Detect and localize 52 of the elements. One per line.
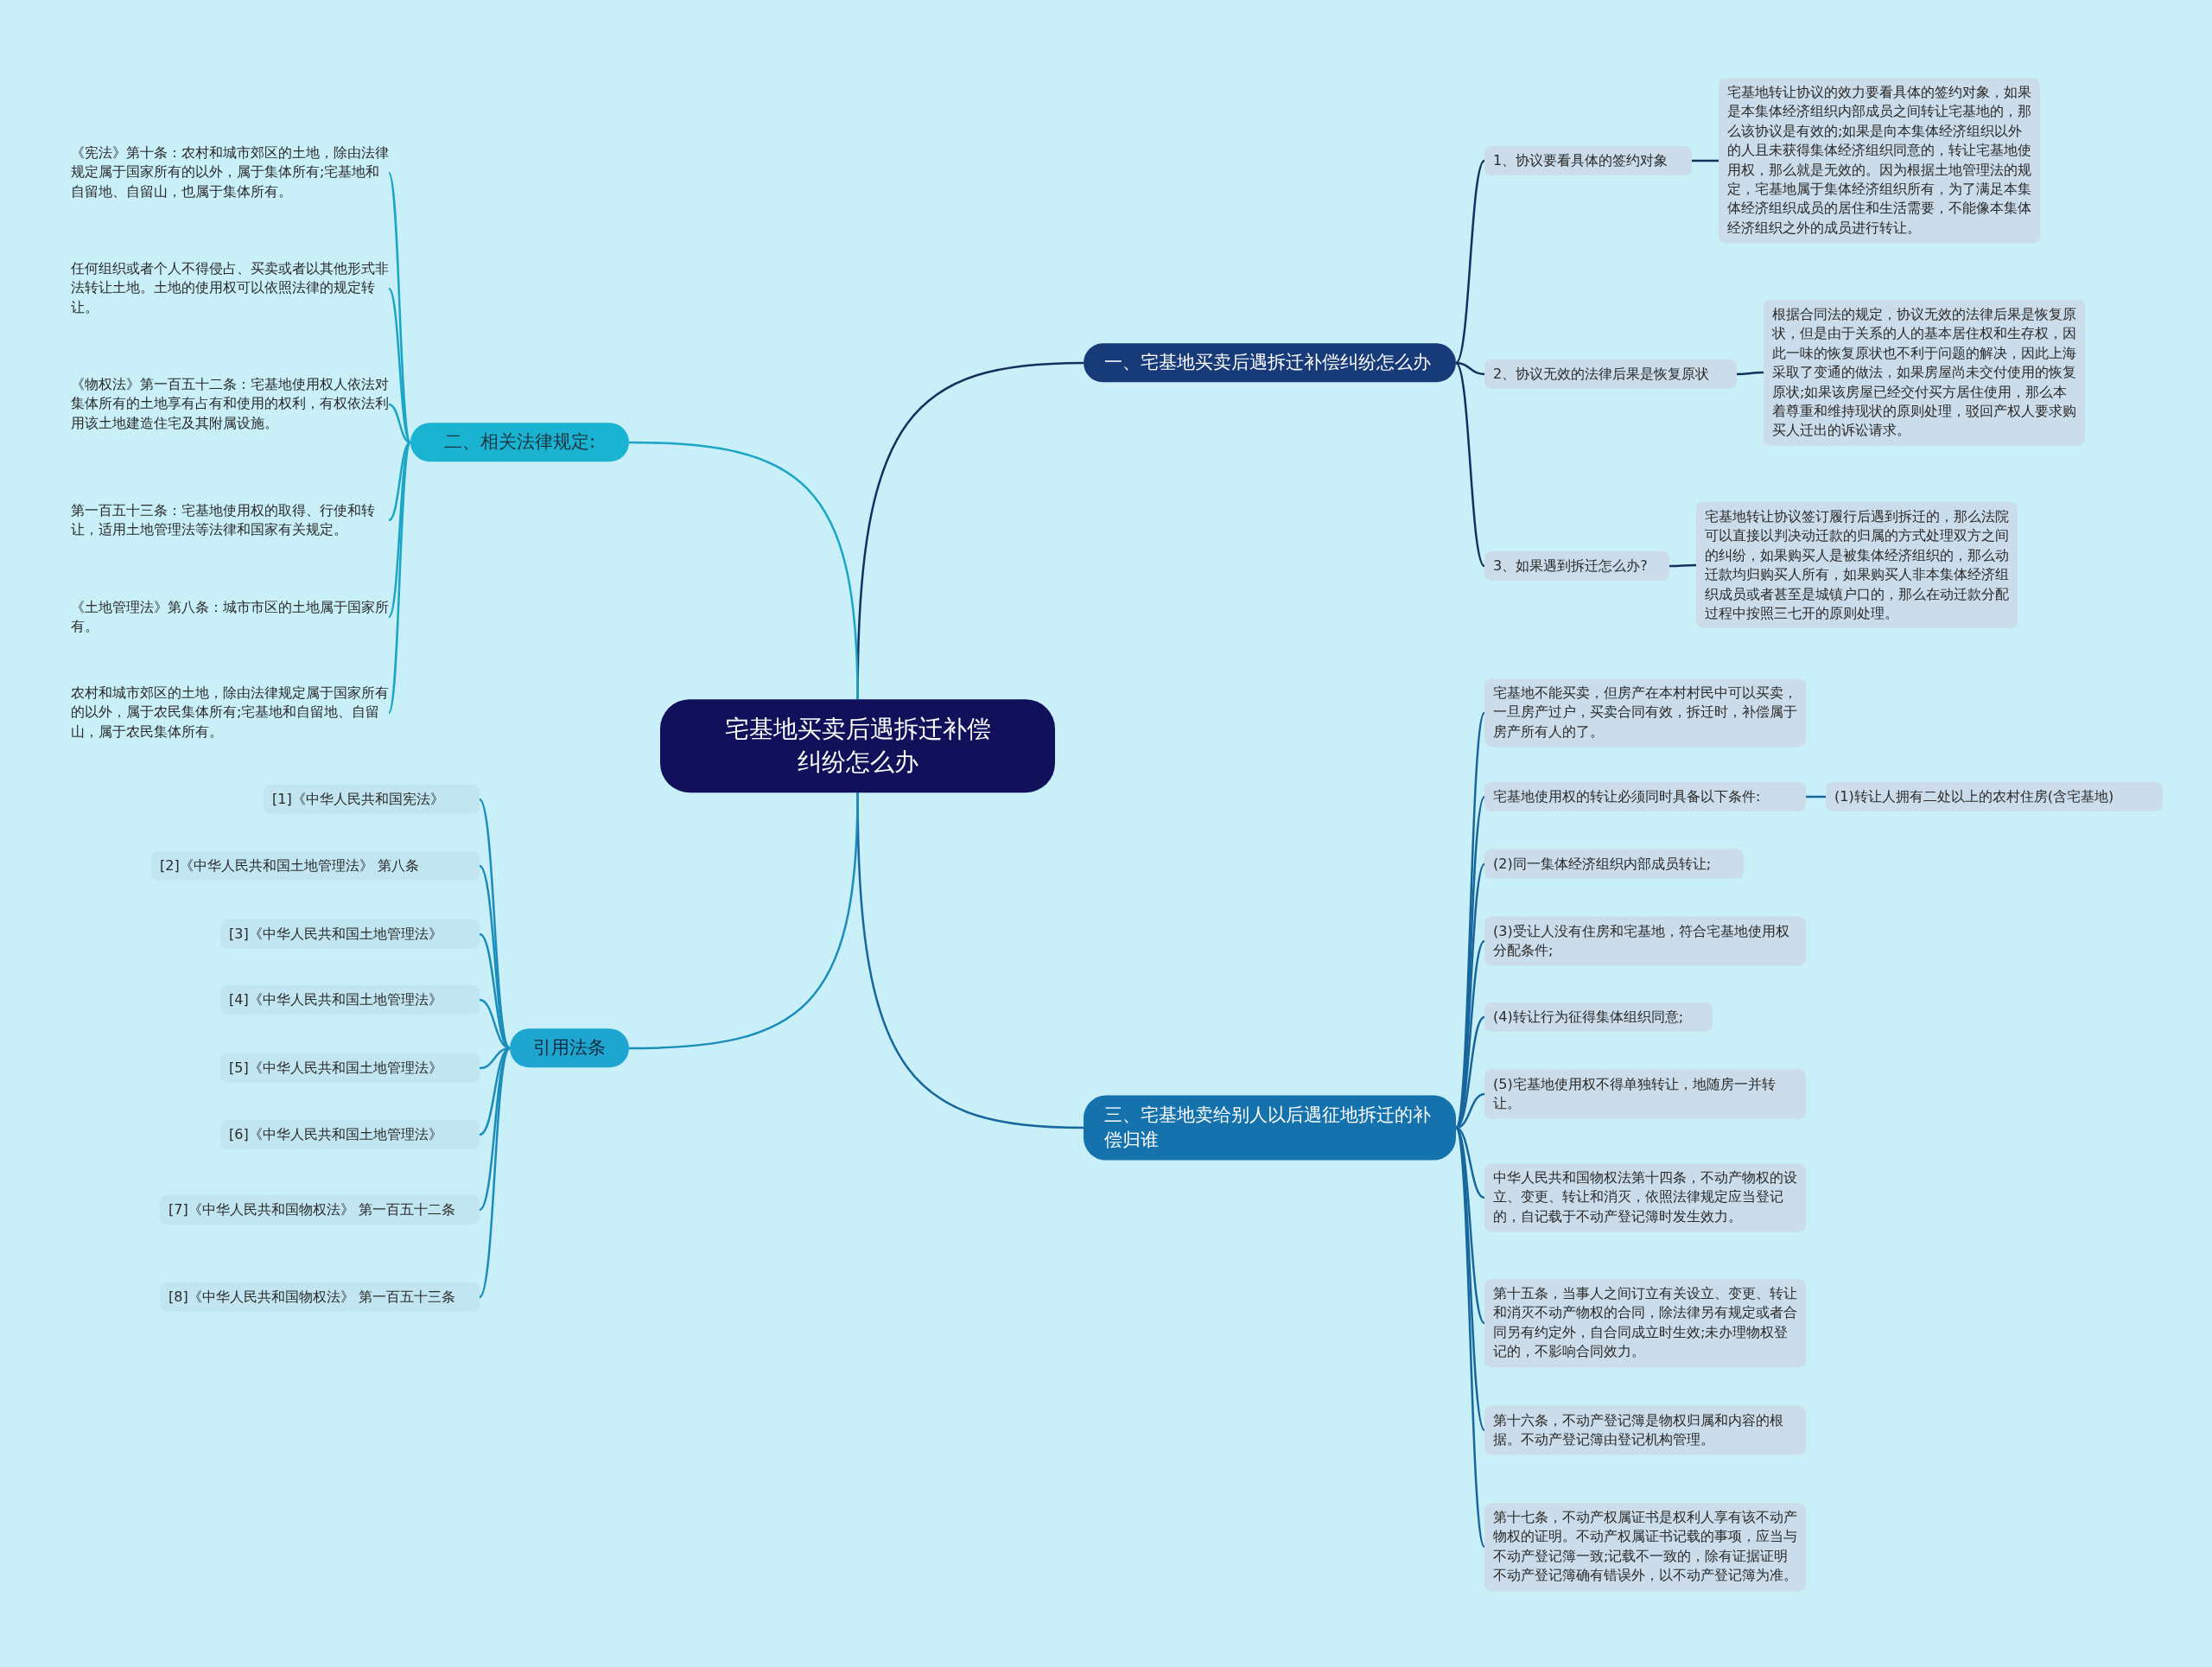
leaf-topic: 宅基地不能买卖，但房产在本村村民中可以买卖，一旦房产过户，买卖合同有效，拆迁时，补偿属于房产所有人的了。 xyxy=(1484,678,1806,748)
connector-line xyxy=(628,441,859,700)
citation: [5]《中华人民共和国土地管理法》 xyxy=(220,1053,480,1084)
connector-line xyxy=(479,799,511,1049)
leaf-topic: 第十五条，当事人之间订立有关设立、变更、转让和消灭不动产物权的合同，除法律另有规定或者合同另有约定外，自合同成立时生效;未办理物权登记的，不影响合同效力。 xyxy=(1484,1279,1806,1367)
citation: [6]《中华人民共和国土地管理法》 xyxy=(220,1119,480,1150)
leaf-topic: 3、如果遇到拆迁怎么办? xyxy=(1484,550,1669,582)
citation: [7]《中华人民共和国物权法》 第一百五十二条 xyxy=(160,1194,480,1225)
connector-line xyxy=(1669,563,1696,568)
connector-line xyxy=(388,403,411,444)
leaf-topic: 第十六条，不动产登记簿是物权归属和内容的根据。不动产登记簿由登记机构管理。 xyxy=(1484,1405,1806,1455)
connector-line xyxy=(388,441,411,522)
note-text: 第一百五十三条：宅基地使用权的取得、行使和转让，适用土地管理法等法律和国家有关规定。 xyxy=(71,497,389,544)
citation: [2]《中华人民共和国土地管理法》 第八条 xyxy=(151,850,480,881)
connector-line xyxy=(628,792,859,1050)
branch-topic: 二、相关法律规定: xyxy=(410,423,629,462)
leaf-topic: 1、协议要看具体的签约对象 xyxy=(1484,145,1692,176)
connector-line xyxy=(388,288,411,443)
connector-line xyxy=(1455,361,1485,376)
connector-line xyxy=(1455,160,1485,364)
root-topic: 宅基地买卖后遇拆迁补偿纠纷怎么办 xyxy=(660,699,1055,792)
branch-topic: 三、宅基地卖给别人以后遇征地拆迁的补偿归谁 xyxy=(1084,1095,1456,1161)
note-text: 农村和城市郊区的土地，除由法律规定属于国家所有的以外，属于农民集体所有;宅基地和自留地、自留山，属于农民集体所有。 xyxy=(71,680,389,746)
leaf-topic: (4)转让行为征得集体组织同意; xyxy=(1484,1002,1713,1033)
citation: [8]《中华人民共和国物权法》 第一百五十三条 xyxy=(160,1282,480,1313)
leaf-topic: (1)转让人拥有二处以上的农村住房(含宅基地) xyxy=(1826,781,2163,812)
connector-line xyxy=(479,1047,511,1298)
leaf-topic: 第十七条，不动产权属证书是权利人享有该不动产物权的证明。不动产权属证书记载的事项，应当与不动产登记簿一致;记载不一致的，除有证据证明不动产登记簿确有错误外，以不动产登记簿为准。 xyxy=(1484,1503,1806,1591)
leaf-topic: 宅基地转让协议签订履行后遇到拆迁的，那么法院可以直接以判决动迁款的归属的方式处理双方之间的纠纷，如果购买人是被集体经济组织的，那么动迁款均归购买人所有，如果购买人非本集体经济组织成员或者甚至是城镇户口的，那么在动迁款分配过程中按照三七开的原则处理。 xyxy=(1696,501,2018,629)
note-text: 《土地管理法》第八条：城市市区的土地属于国家所有。 xyxy=(71,594,389,640)
leaf-topic: 宅基地使用权的转让必须同时具备以下条件: xyxy=(1484,781,1806,812)
citation: [3]《中华人民共和国土地管理法》 xyxy=(220,919,480,950)
leaf-topic: (2)同一集体经济组织内部成员转让; xyxy=(1484,849,1744,880)
connector-line xyxy=(1806,795,1826,799)
note-text: 《宪法》第十条：农村和城市郊区的土地，除由法律规定属于国家所有的以外，属于集体所有;宅基地和自留地、自留山，也属于集体所有。 xyxy=(71,140,389,206)
connector-line xyxy=(1737,371,1764,376)
leaf-topic: 中华人民共和国物权法第十四条，不动产物权的设立、变更、转让和消灭，依照法律规定应当登记的，自记载于不动产登记簿时发生效力。 xyxy=(1484,1163,1806,1232)
leaf-topic: (5)宅基地使用权不得单独转让，地随房一并转让。 xyxy=(1484,1069,1806,1119)
leaf-topic: 2、协议无效的法律后果是恢复原状 xyxy=(1484,359,1737,390)
citation: [4]《中华人民共和国土地管理法》 xyxy=(220,984,480,1015)
connector-line xyxy=(1454,1127,1486,1548)
citation: [1]《中华人民共和国宪法》 xyxy=(264,784,480,815)
leaf-topic: (3)受让人没有住房和宅基地，符合宅基地使用权分配条件; xyxy=(1484,916,1806,966)
connector-line xyxy=(387,442,412,714)
branch-topic: 一、宅基地买卖后遇拆迁补偿纠纷怎么办 xyxy=(1084,343,1456,383)
connector-line xyxy=(1455,362,1485,567)
note-text: 任何组织或者个人不得侵占、买卖或者以其他形式非法转让土地。土地的使用权可以依照法律的规定转让。 xyxy=(71,256,389,321)
branch-topic: 引用法条 xyxy=(510,1028,629,1068)
leaf-topic: 宅基地转让协议的效力要看具体的签约对象，如果是本集体经济组织内部成员之间转让宅基地的，那么该协议是有效的;如果是向本集体经济组织以外的人且未获得集体经济组织同意的，转让宅基地使用权，那么就是无效的。因为根据土地管理法的规定，宅基地属于集体经济组织所有，为了满足本集体经济组织成员的居住和生活需要，不能像本集体经济组织之外的成员进行转让。 xyxy=(1719,78,2040,244)
leaf-topic: 根据合同法的规定，协议无效的法律后果是恢复原状，但是由于关系的人的基本居住权和生存权，因此一味的恢复原状也不利于问题的解决，因此上海采取了变通的做法，如果房屋尚未交付使用的恢复原状;如果该房屋已经交付买方居住使用，那么本着尊重和维持现状的原则处理，驳回产权人要求购买人迁出的诉讼请求。 xyxy=(1764,299,2085,446)
connector-line xyxy=(1692,159,1719,162)
note-text: 《物权法》第一百五十二条：宅基地使用权人依法对集体所有的土地享有占有和使用的权利，有权依法利用该土地建造住宅及其附属设施。 xyxy=(71,372,389,437)
